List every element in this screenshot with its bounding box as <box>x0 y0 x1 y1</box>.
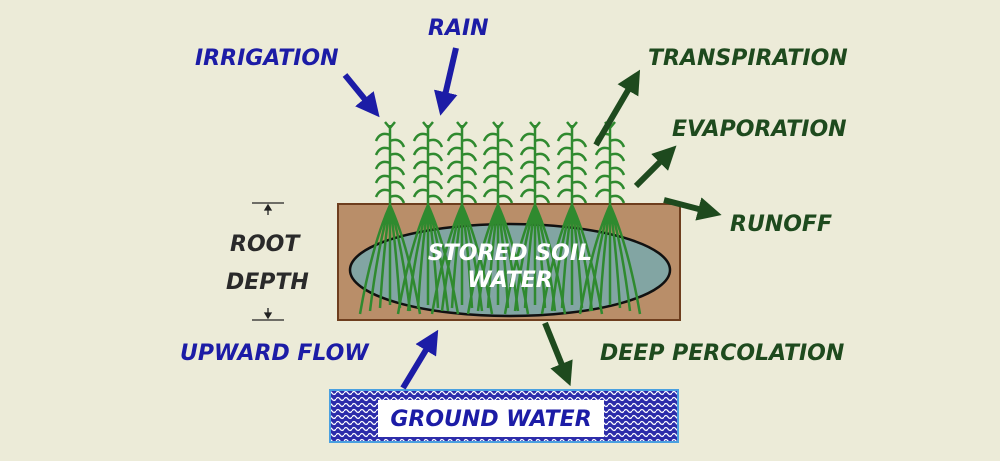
irrigation-label: IRRIGATION <box>195 46 339 71</box>
ground-water-label: GROUND WATER <box>390 407 592 432</box>
irrigation-arrow <box>342 73 380 118</box>
root-depth-label-2: DEPTH <box>226 270 309 295</box>
stored-soil-water-label-1: STORED SOIL <box>427 241 593 266</box>
transpiration-label: TRANSPIRATION <box>648 46 848 71</box>
deep-percolation-arrow <box>542 321 573 387</box>
runoff-label: RUNOFF <box>730 212 832 237</box>
plant <box>396 121 460 315</box>
root-depth-marker <box>252 202 284 321</box>
evaporation-label: EVAPORATION <box>672 117 847 142</box>
evaporation-arrow <box>633 145 677 189</box>
ground-water-label-bg <box>378 400 604 437</box>
root-depth-label-1: ROOT <box>230 232 300 257</box>
plant <box>358 121 422 315</box>
runoff-arrow <box>663 197 722 221</box>
rain-arrow <box>434 47 459 116</box>
stored-soil-water-label-2: WATER <box>467 268 553 293</box>
rain-label: RAIN <box>428 16 489 41</box>
plant <box>503 121 567 315</box>
deep-percolation-label: DEEP PERCOLATION <box>600 341 845 366</box>
plant <box>466 121 530 315</box>
transpiration-arrow <box>593 69 641 147</box>
plant <box>430 121 494 315</box>
upward-flow-arrow <box>400 329 439 390</box>
crop-plants <box>358 121 642 315</box>
plant <box>540 121 604 315</box>
upward-flow-label: UPWARD FLOW <box>180 341 369 366</box>
